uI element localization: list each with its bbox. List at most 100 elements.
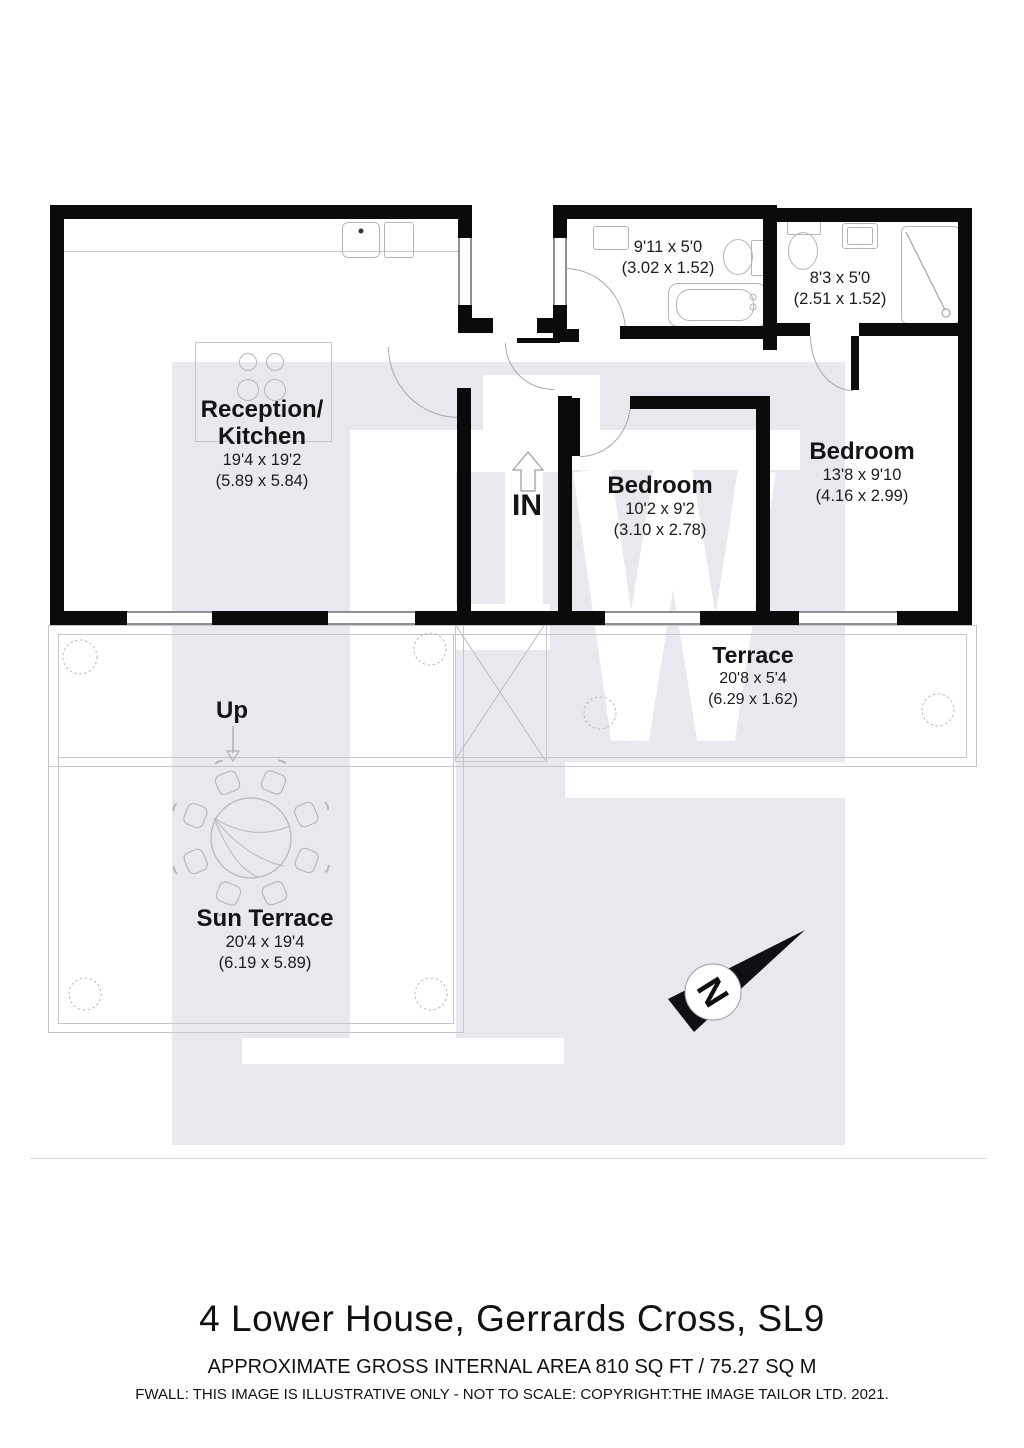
watermark-letter-shape [350,430,456,1062]
room-label-reception-kitchen: Reception/ Kitchen 19'4 x 19'2 (5.89 x 5… [201,396,324,492]
terrace-outline [58,634,454,1024]
room-label-bathroom-second: 8'3 x 5'0 (2.51 x 1.52) [794,268,887,310]
shower-drain [941,308,951,318]
window [328,611,415,625]
chair-back [324,864,330,874]
room-dims-ft: 20'8 x 5'4 [719,670,787,687]
wall-segment [415,611,605,625]
tree-icon [62,639,98,675]
patio-chair [294,847,319,874]
wall-segment [958,208,972,625]
room-label-sun-terrace: Sun Terrace 20'4 x 19'4 (6.19 x 5.89) [197,905,334,974]
room-name: Bedroom [809,438,915,465]
room-dims-m: (2.51 x 1.52) [793,290,887,308]
entrance-in-label: IN [512,489,542,522]
window [799,611,897,625]
kitchen-sink-drainer [384,222,414,258]
room-name: Kitchen [217,423,306,450]
rooflight-cross [454,623,546,761]
terrace-outline [48,625,464,1033]
up-arrow-head [225,750,241,763]
wall-segment [50,205,64,625]
wall-segment [630,396,756,409]
tree-icon [583,696,617,730]
wall-segment [770,323,810,336]
tree-icon [413,632,447,666]
address-title: 4 Lower House, Gerrards Cross, SL9 [199,1298,825,1339]
room-dims-ft: 20'4 x 19'4 [225,933,305,951]
disclaimer-text: FWALL: THIS IMAGE IS ILLUSTRATIVE ONLY -… [135,1386,889,1403]
bathroom-basin [842,223,878,249]
chair-back [214,759,223,765]
room-dims-ft: 9'11 x 5'0 [633,238,703,256]
sink-tap [358,228,364,234]
wall-segment [756,396,770,625]
patio-chair [261,881,288,906]
kitchen-sink-bowl [342,222,380,258]
room-label-bedroom-right: Bedroom 13'8 x 9'10 (4.16 x 2.99) [809,438,914,507]
room-dims-ft: 8'3 x 5'0 [809,269,871,287]
window [458,238,472,305]
wall-segment [212,611,328,625]
wall-segment [457,388,471,625]
window [605,611,700,625]
room-dims-ft: 19'4 x 19'2 [222,451,302,469]
hob-burner [266,353,284,371]
wall-segment [553,205,777,219]
room-dims-m: (4.16 x 2.99) [815,487,909,505]
wall-segment [458,205,472,238]
compass-circle [684,963,742,1021]
tree-icon [414,977,448,1011]
patio-chair [183,848,208,875]
tree-icon [921,693,955,727]
wall-segment [517,338,560,343]
hob-burner [237,379,259,401]
page-frame-line [30,1158,987,1159]
room-dims-m: (5.89 x 5.84) [215,472,309,490]
wall-segment [763,208,777,350]
room-name: Terrace [712,642,794,668]
stairs-up-label: Up [216,697,248,724]
toilet-bowl [723,239,753,275]
kitchen-counter-line [64,251,458,252]
entrance-in-arrow [511,451,545,492]
bathtub-inner [676,289,754,321]
wall-segment [572,398,580,456]
hob-burner [239,353,257,371]
wall-segment [620,326,767,339]
basin-inner [847,227,873,245]
room-dims-m: (6.19 x 5.89) [218,954,312,972]
watermark-letter-shape [565,762,895,798]
wall-segment [700,611,799,625]
room-dims-m: (6.29 x 1.62) [708,691,798,708]
patio-chair [294,801,319,828]
chair-back [215,911,225,917]
kitchen-island-outline [195,342,332,442]
patio-table [210,797,292,879]
hob-burner [264,379,286,401]
wall-segment [851,336,859,390]
window [553,238,567,305]
room-dims-ft: 13'8 x 9'10 [822,466,902,484]
wall-segment [458,318,493,333]
chair-back [279,911,288,917]
room-name: Bedroom [607,472,713,499]
chair-back [277,759,287,765]
wall-segment [558,396,572,625]
toilet-bowl [788,232,818,270]
watermark-letter-shape [242,1038,564,1064]
wall-segment [859,323,972,336]
room-name: Sun Terrace [196,905,334,932]
room-name: Reception/ [200,396,324,423]
chair-back [172,866,178,875]
room-dims-m: (3.02 x 1.52) [621,259,715,277]
room-dims-m: (3.10 x 2.78) [613,521,707,539]
tree-icon [68,977,102,1011]
room-dims-ft: 10'2 x 9'2 [625,500,695,518]
chair-back [324,801,330,810]
patio-chair [183,802,208,829]
parasol-folds [213,817,291,878]
